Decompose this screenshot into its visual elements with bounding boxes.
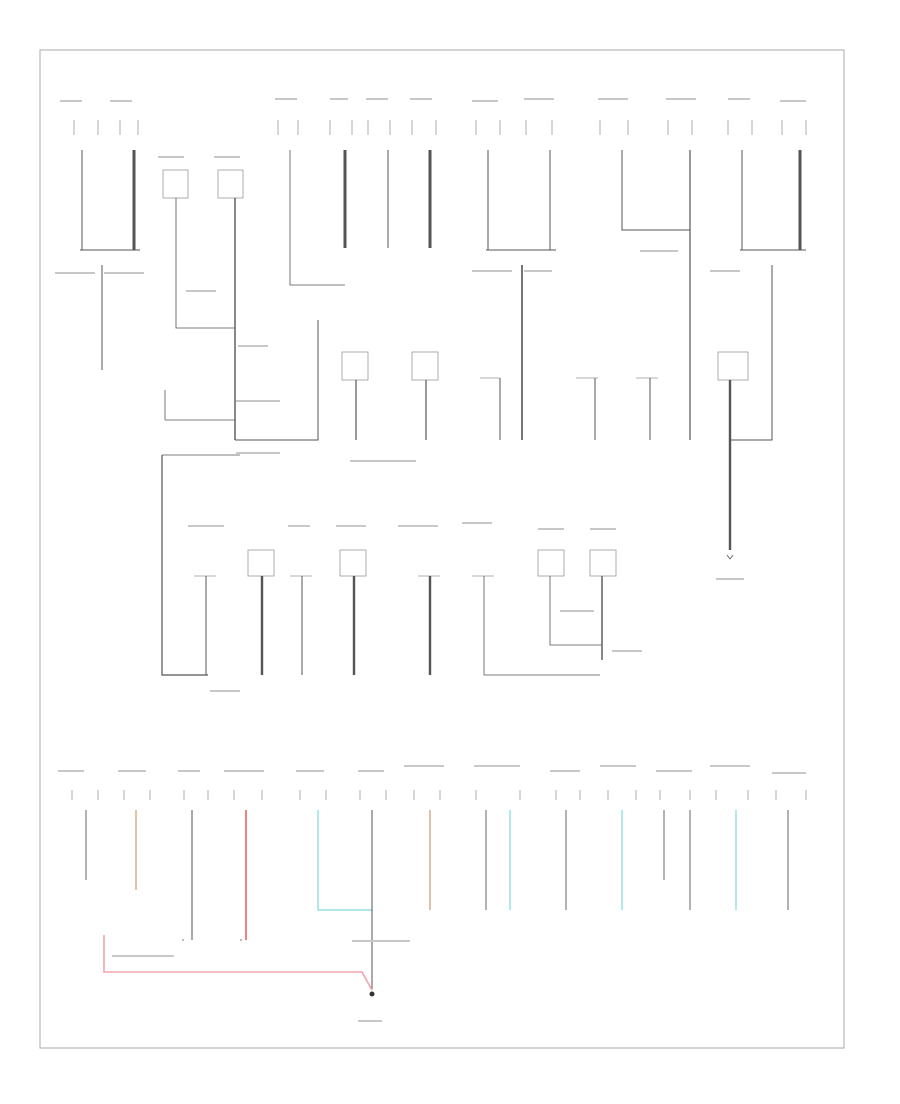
top-wires — [80, 150, 806, 441]
bottom-wires — [85, 810, 789, 991]
ground-point — [369, 991, 375, 997]
lower-wires — [205, 576, 603, 676]
lower-components — [194, 549, 617, 577]
diagram-border — [39, 49, 845, 1049]
middle-components — [341, 351, 749, 381]
top-components — [73, 120, 807, 199]
small-print-blocks — [55, 98, 806, 1022]
middle-wires — [161, 320, 732, 676]
ground-arrows — [182, 554, 734, 941]
bottom-components — [71, 790, 807, 800]
